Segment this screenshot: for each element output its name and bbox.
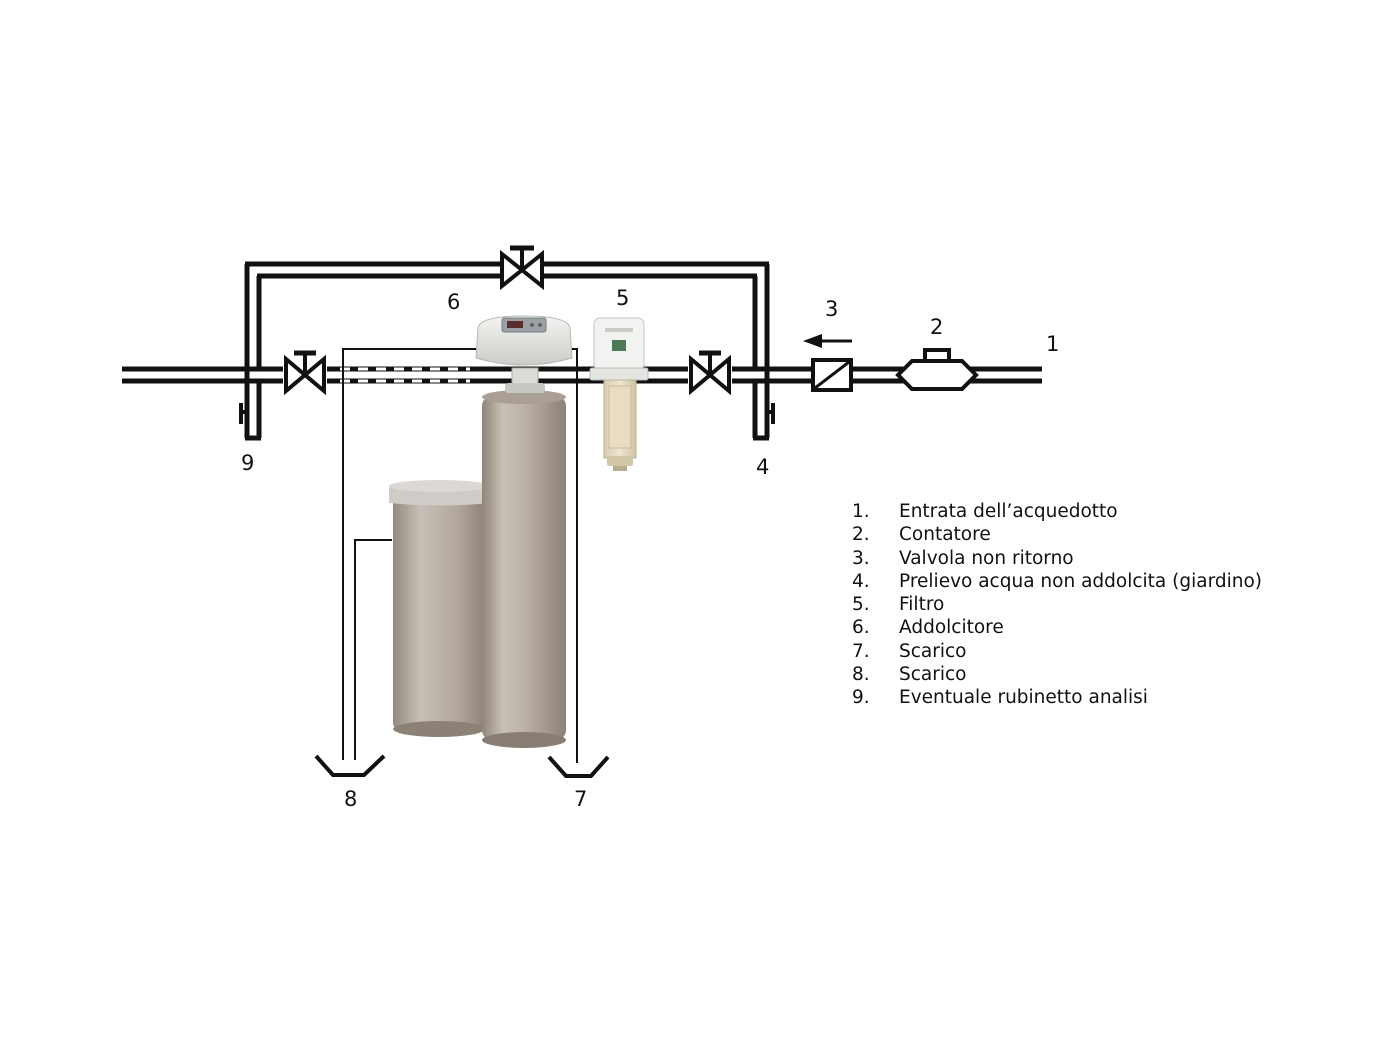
legend-number: 4.: [852, 570, 870, 592]
filter-unit: [589, 317, 649, 471]
legend-label: Scarico: [899, 640, 967, 662]
legend-label: Entrata dell’acquedotto: [899, 501, 1118, 522]
water-meter-icon: [895, 348, 979, 391]
legend-label: Filtro: [899, 594, 945, 616]
legend-number: 8.: [852, 664, 870, 686]
legend-item: 8. Scarico: [852, 663, 1262, 686]
legend-item: 4. Prelievo acqua non addolcita (giardino…: [852, 570, 1262, 593]
callout-3: 3: [825, 297, 838, 321]
main-pipe-dashed-section: [340, 367, 470, 383]
legend-item: 3. Valvola non ritorno: [852, 547, 1262, 570]
legend-number: 9.: [852, 687, 870, 709]
callout-6: 6: [447, 290, 460, 314]
legend-number: 7.: [852, 640, 870, 662]
drain-lines: [342, 348, 578, 763]
legend-number: 6.: [852, 617, 870, 639]
legend-label: Prelievo acqua non addolcita (giardino): [899, 570, 1262, 592]
legend-label: Eventuale rubinetto analisi: [899, 687, 1148, 709]
callout-4: 4: [756, 455, 769, 479]
brine-tank: [389, 480, 490, 737]
callout-7: 7: [574, 787, 587, 811]
inlet-valve-icon: [688, 350, 732, 396]
legend-item: 1. Entrata dell’acquedotto: [852, 500, 1262, 523]
callout-2: 2: [930, 315, 943, 339]
callout-8: 8: [344, 787, 357, 811]
softener-control-head: [475, 315, 573, 366]
legend-number: 1.: [852, 501, 870, 522]
outlet-valve-icon: [283, 350, 327, 396]
check-valve-icon: [811, 358, 853, 392]
callout-9: 9: [241, 451, 254, 475]
legend-item: 6. Addolcitore: [852, 616, 1262, 639]
legend-label: Scarico: [899, 664, 967, 686]
legend-label: Contatore: [899, 524, 991, 546]
legend-label: Valvola non ritorno: [899, 547, 1074, 569]
sample-tap-icon: [239, 403, 247, 424]
legend-label: Addolcitore: [899, 617, 1004, 639]
legend-number: 3.: [852, 547, 870, 569]
callout-5: 5: [616, 286, 629, 310]
legend-number: 2.: [852, 524, 870, 546]
legend-item: 2. Contatore: [852, 523, 1262, 546]
legend-item: 9. Eventuale rubinetto analisi: [852, 686, 1262, 709]
callout-1: 1: [1046, 332, 1059, 356]
flow-arrow-icon: [803, 334, 852, 348]
softener-tank: [482, 367, 566, 748]
legend-item: 5. Filtro: [852, 593, 1262, 616]
bypass-valve-icon: [500, 245, 544, 291]
drain-funnel-icon: [314, 754, 610, 778]
main-pipe: [122, 366, 1042, 384]
legend-number: 5.: [852, 594, 870, 616]
legend: 1. Entrata dell’acquedotto 2. Contatore 3.…: [852, 500, 1262, 710]
legend-item: 7. Scarico: [852, 640, 1262, 663]
garden-tap-icon: [767, 403, 775, 424]
